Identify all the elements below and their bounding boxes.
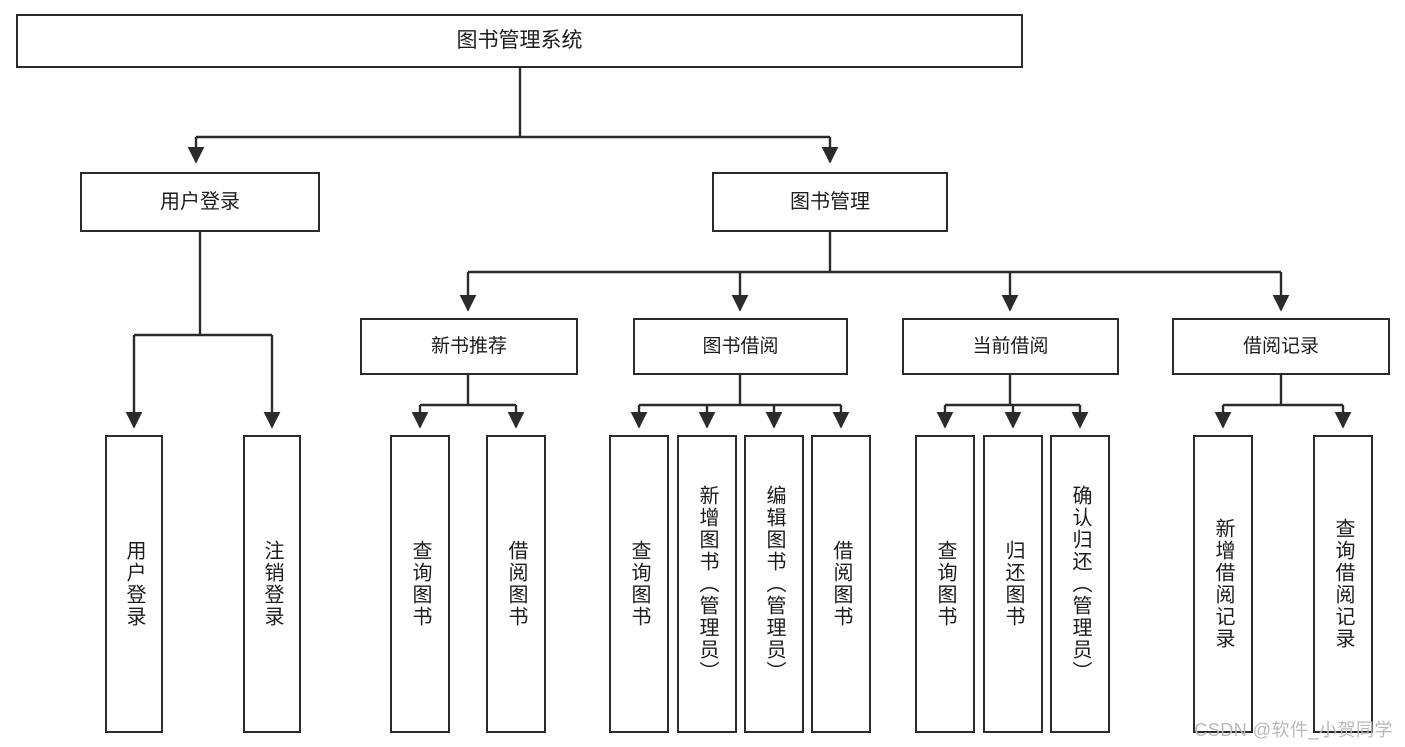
node-book-management-label: 图书管理 xyxy=(790,190,870,213)
node-user-login-label: 用户登录 xyxy=(160,190,240,213)
leaf-confirm-return[interactable]: 确认归还（管理员） xyxy=(1050,435,1110,733)
leaf-query-record[interactable]: 查询借阅记录 xyxy=(1313,435,1373,733)
leaf-borrow-book-1-label: 借阅图书 xyxy=(505,540,527,628)
node-root-label: 图书管理系统 xyxy=(456,29,583,53)
leaf-query-record-label: 查询借阅记录 xyxy=(1332,518,1354,650)
node-current-borrow[interactable]: 当前借阅 xyxy=(902,318,1119,375)
leaf-add-record[interactable]: 新增借阅记录 xyxy=(1193,435,1253,733)
leaf-add-record-label: 新增借阅记录 xyxy=(1212,518,1234,650)
watermark-text: CSDN @软件_小贺同学 xyxy=(1194,720,1393,740)
leaf-confirm-return-label: 确认归还（管理员） xyxy=(1069,485,1091,683)
leaf-query-book-2[interactable]: 查询图书 xyxy=(609,435,669,733)
leaf-query-book-3-label: 查询图书 xyxy=(934,540,956,628)
leaf-add-book-label: 新增图书（管理员） xyxy=(696,485,718,683)
leaf-user-login-label: 用户登录 xyxy=(123,540,145,628)
leaf-add-book[interactable]: 新增图书（管理员） xyxy=(677,435,737,733)
node-book-management[interactable]: 图书管理 xyxy=(712,172,948,232)
node-borrow-record-label: 借阅记录 xyxy=(1242,335,1319,357)
leaf-query-book-1-label: 查询图书 xyxy=(409,540,431,628)
leaf-query-book-1[interactable]: 查询图书 xyxy=(390,435,450,733)
leaf-return-book[interactable]: 归还图书 xyxy=(983,435,1043,733)
leaf-return-book-label: 归还图书 xyxy=(1002,540,1024,628)
leaf-query-book-2-label: 查询图书 xyxy=(628,540,650,628)
leaf-user-login[interactable]: 用户登录 xyxy=(105,435,163,733)
node-current-borrow-label: 当前借阅 xyxy=(972,335,1049,357)
node-new-book-recommend-label: 新书推荐 xyxy=(430,335,507,357)
node-book-borrow[interactable]: 图书借阅 xyxy=(633,318,848,375)
leaf-edit-book-label: 编辑图书（管理员） xyxy=(763,485,785,683)
leaf-query-book-3[interactable]: 查询图书 xyxy=(915,435,975,733)
leaf-borrow-book-1[interactable]: 借阅图书 xyxy=(486,435,546,733)
node-user-login[interactable]: 用户登录 xyxy=(80,172,320,232)
leaf-logout-login-label: 注销登录 xyxy=(261,540,283,628)
leaf-borrow-book-2[interactable]: 借阅图书 xyxy=(811,435,871,733)
node-borrow-record[interactable]: 借阅记录 xyxy=(1172,318,1390,375)
leaf-edit-book[interactable]: 编辑图书（管理员） xyxy=(744,435,804,733)
node-book-borrow-label: 图书借阅 xyxy=(702,335,779,357)
node-root[interactable]: 图书管理系统 xyxy=(16,14,1023,68)
leaf-logout-login[interactable]: 注销登录 xyxy=(243,435,301,733)
leaf-borrow-book-2-label: 借阅图书 xyxy=(830,540,852,628)
node-new-book-recommend[interactable]: 新书推荐 xyxy=(360,318,578,375)
